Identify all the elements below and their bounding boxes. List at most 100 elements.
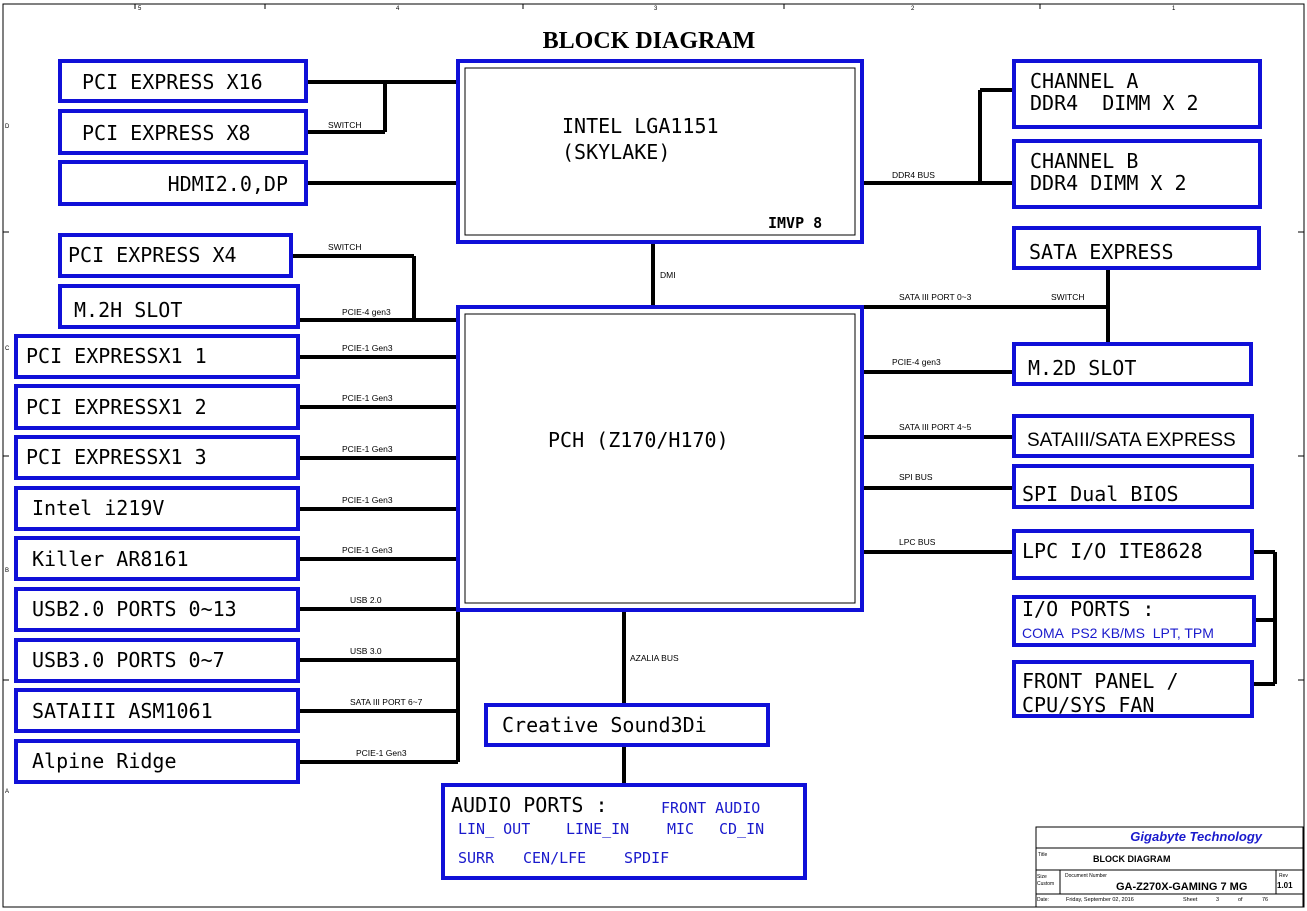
sheet-date: Friday, September 02, 2016 xyxy=(1066,897,1134,903)
channel-b-dimm: DDR4 DIMM X 2 xyxy=(1030,171,1187,195)
frame-row-label: D xyxy=(5,124,10,130)
bus-label-pcie1: PCIE-1 Gen3 xyxy=(342,495,393,505)
cpu-block: INTEL LGA1151 (SKYLAKE) IMVP 8 xyxy=(456,59,864,244)
pcie-x1-2-label: PCI EXPRESSX1 2 xyxy=(26,395,207,419)
sataiii-express-label: SATAIII/SATA EXPRESS xyxy=(1027,430,1236,451)
channel-b-title: CHANNEL B xyxy=(1030,149,1138,173)
bus-label-pcie1: PCIE-1 Gen3 xyxy=(356,748,407,758)
frame-col-label: 4 xyxy=(396,6,400,12)
alpine-ridge-label: Alpine Ridge xyxy=(32,749,177,773)
usb2-ports-label: USB2.0 PORTS 0~13 xyxy=(32,597,237,621)
channel-a-dimm: DDR4 DIMM X 2 xyxy=(1030,91,1199,115)
bus-label-switch: SWITCH xyxy=(328,120,362,130)
date-field-label: Date: xyxy=(1037,897,1049,903)
title-field-label: Title xyxy=(1038,852,1047,858)
io-ports-title: I/O PORTS : xyxy=(1022,597,1154,621)
bus-label-ddr4: DDR4 BUS xyxy=(892,170,935,180)
cpu-codename: (SKYLAKE) xyxy=(562,140,670,164)
sheet-field-label: Sheet xyxy=(1183,897,1198,903)
bus-label-sata-45: SATA III PORT 4~5 xyxy=(899,422,972,432)
audio-ports-title: AUDIO PORTS : xyxy=(451,793,608,817)
usb3-ports-label: USB3.0 PORTS 0~7 xyxy=(32,648,225,672)
bus-label-pcie4: PCIE-4 gen3 xyxy=(892,357,941,367)
audio-port-spdif: SPDIF xyxy=(624,849,669,867)
audio-port-cen-lfe: CEN/LFE xyxy=(523,849,586,867)
pch-block: PCH (Z170/H170) xyxy=(456,305,864,612)
document-number: GA-Z270X-GAMING 7 MG xyxy=(1116,881,1247,893)
cpu-vr-label: IMVP 8 xyxy=(768,214,822,232)
frame-col-label: 5 xyxy=(138,6,142,12)
drawing-frame: 5 4 3 2 1 D C B A xyxy=(2,3,1305,908)
frame-row-label: C xyxy=(5,346,10,352)
of-field-label: of xyxy=(1238,897,1243,903)
frame-row-label: A xyxy=(5,789,9,795)
lpc-io-label: LPC I/O ITE8628 xyxy=(1022,539,1203,563)
sata-asm1061-label: SATAIII ASM1061 xyxy=(32,699,213,723)
bus-label-switch: SWITCH xyxy=(328,242,362,252)
diagram-title: BLOCK DIAGRAM xyxy=(543,28,756,54)
left-mid-boxes: PCI EXPRESS X4 M.2H SLOT xyxy=(58,233,300,329)
pcie-x1-3-label: PCI EXPRESSX1 3 xyxy=(26,445,207,469)
bus-label-pcie1: PCIE-1 Gen3 xyxy=(342,444,393,454)
wires xyxy=(291,80,1277,785)
m2d-slot-label: M.2D SLOT xyxy=(1028,356,1136,380)
frame-col-label: 2 xyxy=(911,6,915,12)
company-name: Gigabyte Technology xyxy=(1130,829,1262,844)
frame-col-label: 1 xyxy=(1172,6,1176,12)
right-pch-boxes: SATA EXPRESS M.2D SLOT SATAIII/SATA EXPR… xyxy=(1012,226,1261,718)
bus-labels: SWITCH DDR4 BUS DMI SWITCH PCIE-4 gen3 P… xyxy=(328,120,1085,758)
rev-field-label: Rev xyxy=(1279,873,1288,879)
pcie-x8-label: PCI EXPRESS X8 xyxy=(82,121,251,145)
bus-label-pcie1: PCIE-1 Gen3 xyxy=(342,393,393,403)
size-value: Custom xyxy=(1037,881,1054,887)
pch-name: PCH (Z170/H170) xyxy=(548,428,729,452)
audio-port-line-in: LINE_IN xyxy=(566,820,629,838)
hdmi-dp-label: HDMI2.0,DP xyxy=(168,172,288,196)
bus-label-pcie1: PCIE-1 Gen3 xyxy=(342,545,393,555)
size-field-label: Size xyxy=(1037,874,1047,880)
sheet-number: 3 xyxy=(1216,897,1219,903)
cpu-sys-fan-label: CPU/SYS FAN xyxy=(1022,693,1154,717)
audio-codec-label: Creative Sound3Di xyxy=(502,713,707,737)
bus-label-pcie4: PCIE-4 gen3 xyxy=(342,307,391,317)
audio-port-surr: SURR xyxy=(458,849,495,867)
frame-col-label: 3 xyxy=(654,6,658,12)
bus-label-sata-03: SATA III PORT 0~3 xyxy=(899,292,972,302)
docnum-field-label: Document Number xyxy=(1065,873,1107,879)
left-pch-boxes: PCI EXPRESSX1 1 PCI EXPRESSX1 2 PCI EXPR… xyxy=(14,334,300,784)
cpu-name: INTEL LGA1151 xyxy=(562,114,719,138)
bus-label-switch: SWITCH xyxy=(1051,292,1085,302)
pcie-x4-label: PCI EXPRESS X4 xyxy=(68,243,237,267)
left-top-boxes: PCI EXPRESS X16 PCI EXPRESS X8 HDMI2.0,D… xyxy=(58,59,308,206)
audio-front-label: FRONT AUDIO xyxy=(661,799,760,817)
audio-port-mic: MIC xyxy=(667,820,694,838)
bus-label-azalia: AZALIA BUS xyxy=(630,653,679,663)
m2h-slot-label: M.2H SLOT xyxy=(74,298,182,322)
front-panel-label: FRONT PANEL / xyxy=(1022,669,1179,693)
bus-label-usb2: USB 2.0 xyxy=(350,595,382,605)
bus-label-sata-67: SATA III PORT 6~7 xyxy=(350,697,423,707)
pcie-x1-1-label: PCI EXPRESSX1 1 xyxy=(26,344,207,368)
title-block: Gigabyte Technology Title BLOCK DIAGRAM … xyxy=(1035,826,1304,908)
sheet-title: BLOCK DIAGRAM xyxy=(1093,854,1171,864)
io-ports-list: COMA PS2 KB/MS LPT, TPM xyxy=(1022,625,1214,641)
frame-row-label: B xyxy=(5,568,9,574)
channel-a-title: CHANNEL A xyxy=(1030,69,1138,93)
intel-lan-label: Intel i219V xyxy=(32,496,164,520)
sata-express-label: SATA EXPRESS xyxy=(1029,240,1174,264)
bus-label-usb3: USB 3.0 xyxy=(350,646,382,656)
audio-port-cd-in: CD_IN xyxy=(719,820,764,838)
audio-section: Creative Sound3Di AUDIO PORTS : FRONT AU… xyxy=(441,703,807,880)
revision: 1.01 xyxy=(1277,881,1293,890)
audio-port-line-out: LIN_ OUT xyxy=(458,820,530,838)
bus-label-pcie1: PCIE-1 Gen3 xyxy=(342,343,393,353)
ddr-boxes: CHANNEL A DDR4 DIMM X 2 CHANNEL B DDR4 D… xyxy=(1012,59,1262,209)
sheet-total: 76 xyxy=(1262,897,1268,903)
killer-lan-label: Killer AR8161 xyxy=(32,547,189,571)
bus-label-dmi: DMI xyxy=(660,270,676,280)
spi-bios-label: SPI Dual BIOS xyxy=(1022,482,1179,506)
bus-label-lpc: LPC BUS xyxy=(899,537,936,547)
bus-label-spi: SPI BUS xyxy=(899,472,933,482)
pcie-x16-label: PCI EXPRESS X16 xyxy=(82,70,263,94)
